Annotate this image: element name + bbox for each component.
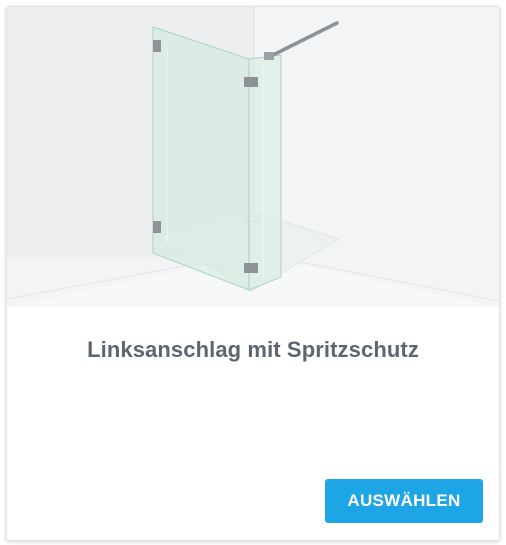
shower-screen-illustration bbox=[7, 7, 499, 307]
select-button[interactable]: AUSWÄHLEN bbox=[325, 479, 483, 523]
option-title: Linksanschlag mit Spritzschutz bbox=[87, 337, 419, 362]
shower-screen-left-hinge-with-splash-guard-icon bbox=[7, 7, 499, 307]
option-card[interactable]: Linksanschlag mit Spritzschutz AUSWÄHLEN bbox=[6, 6, 500, 541]
